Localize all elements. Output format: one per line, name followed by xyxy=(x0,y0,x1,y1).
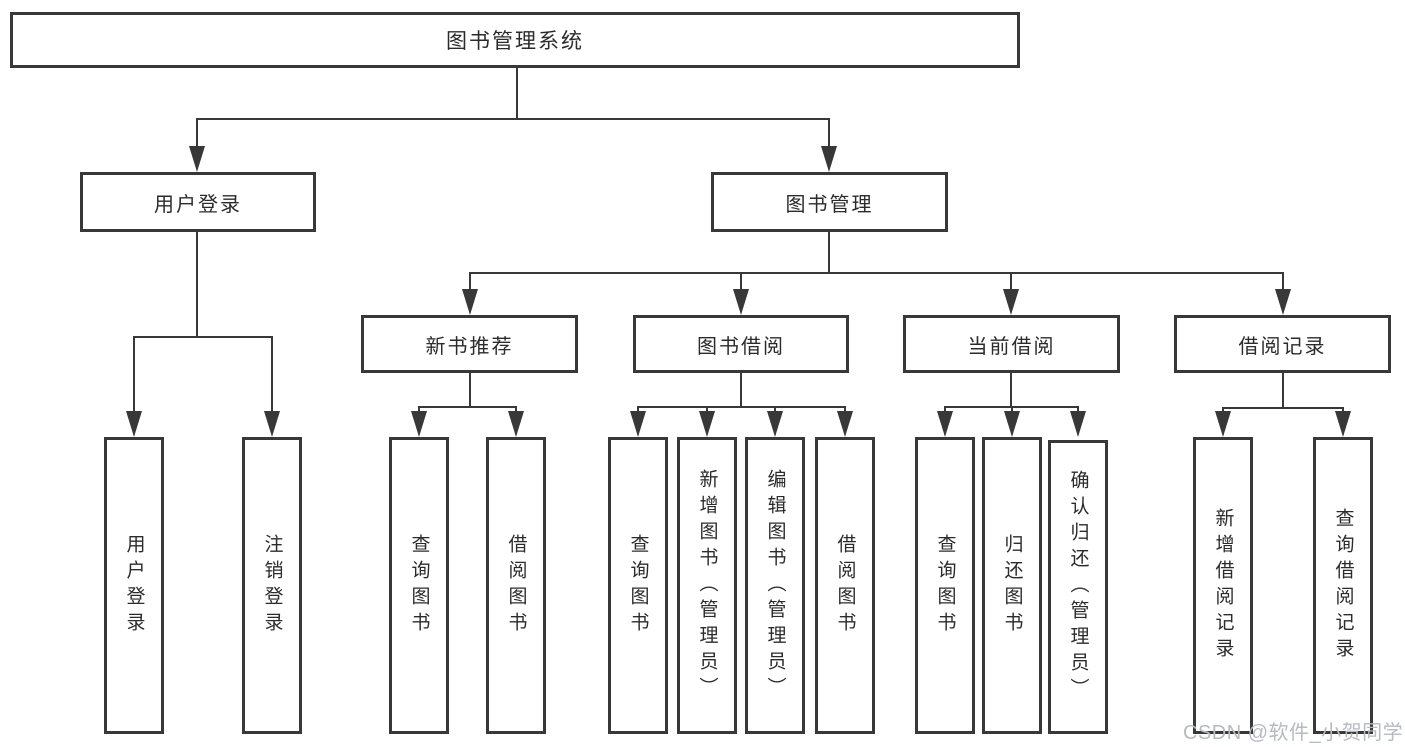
connector-line xyxy=(828,232,830,272)
node-current-borrowing: 当前借阅 xyxy=(903,315,1120,373)
node-label: 借阅记录 xyxy=(1238,335,1327,358)
connector-line xyxy=(1282,272,1284,292)
arrow-down-icon xyxy=(767,411,783,437)
arrow-down-icon xyxy=(733,289,749,315)
leaf-label: 借阅图书 xyxy=(834,533,856,638)
arrow-down-icon xyxy=(508,411,524,437)
leaf-user-login: 用户登录 xyxy=(104,437,164,734)
watermark: CSDN @软件_小贺同学 xyxy=(1183,722,1404,744)
node-label: 用户登录 xyxy=(154,193,242,216)
arrow-down-icon xyxy=(937,411,953,437)
arrow-down-icon xyxy=(1215,411,1231,437)
arrow-down-icon xyxy=(821,146,837,172)
leaf-label: 查询借阅记录 xyxy=(1332,507,1354,664)
leaf-label: 借阅图书 xyxy=(505,533,527,638)
node-library-management-system: 图书管理系统 xyxy=(10,12,1020,68)
connector-line xyxy=(740,373,742,406)
connector-line xyxy=(637,406,846,408)
leaf-borrow-books-2: 借阅图书 xyxy=(815,437,875,734)
connector-line xyxy=(1282,373,1284,407)
arrow-down-icon xyxy=(630,411,646,437)
leaf-query-books-2: 查询图书 xyxy=(608,437,668,734)
leaf-label: 查询图书 xyxy=(627,533,649,638)
connector-line xyxy=(740,272,742,292)
connector-line xyxy=(469,272,471,292)
connector-line xyxy=(196,232,198,336)
arrow-down-icon xyxy=(1003,289,1019,315)
connector-line xyxy=(1010,373,1012,406)
leaf-logout-login: 注销登录 xyxy=(242,437,302,734)
leaf-edit-books-admin: 编辑图书（管理员） xyxy=(745,437,805,734)
node-label: 图书管理 xyxy=(785,193,874,216)
node-user-login: 用户登录 xyxy=(80,172,316,232)
arrow-down-icon xyxy=(1275,289,1291,315)
connector-line xyxy=(418,406,517,408)
leaf-label: 查询图书 xyxy=(934,533,956,638)
leaf-label: 新增图书（管理员） xyxy=(696,468,718,703)
node-new-book-recommendation: 新书推荐 xyxy=(361,315,578,373)
node-label: 图书借阅 xyxy=(697,335,785,358)
node-book-management: 图书管理 xyxy=(711,172,948,232)
node-label: 新书推荐 xyxy=(425,335,514,358)
arrow-down-icon xyxy=(699,411,715,437)
arrow-down-icon xyxy=(837,411,853,437)
connector-line xyxy=(271,336,273,414)
connector-line xyxy=(828,118,830,150)
leaf-label: 归还图书 xyxy=(1001,533,1023,638)
leaf-add-books-admin: 新增图书（管理员） xyxy=(677,437,737,734)
arrow-down-icon xyxy=(411,411,427,437)
leaf-label: 新增借阅记录 xyxy=(1212,507,1234,664)
leaf-label: 注销登录 xyxy=(261,533,283,638)
node-label: 图书管理系统 xyxy=(446,30,584,53)
leaf-label: 查询图书 xyxy=(408,533,430,638)
arrow-down-icon xyxy=(462,289,478,315)
node-label: 当前借阅 xyxy=(967,335,1056,358)
leaf-return-books: 归还图书 xyxy=(982,437,1042,734)
connector-line xyxy=(516,68,518,118)
leaf-confirm-return-admin: 确认归还（管理员） xyxy=(1048,440,1108,734)
arrow-down-icon xyxy=(126,411,142,437)
connector-line xyxy=(133,336,273,338)
connector-line xyxy=(1010,272,1012,292)
arrow-down-icon xyxy=(189,146,205,172)
arrow-down-icon xyxy=(1335,411,1351,437)
node-book-borrowing: 图书借阅 xyxy=(633,315,849,373)
leaf-query-books-3: 查询图书 xyxy=(915,437,975,734)
leaf-query-books: 查询图书 xyxy=(389,437,449,734)
connector-line xyxy=(469,272,1284,274)
node-borrowing-records: 借阅记录 xyxy=(1174,315,1391,373)
leaf-label: 用户登录 xyxy=(123,533,145,638)
leaf-label: 编辑图书（管理员） xyxy=(764,468,786,703)
connector-line xyxy=(469,373,471,406)
arrow-down-icon xyxy=(1004,411,1020,437)
leaf-query-borrow-record: 查询借阅记录 xyxy=(1313,437,1373,734)
arrow-down-icon xyxy=(1070,411,1086,437)
connector-line xyxy=(196,118,830,120)
arrow-down-icon xyxy=(264,411,280,437)
leaf-label: 确认归还（管理员） xyxy=(1067,470,1089,704)
connector-line xyxy=(133,336,135,414)
connector-line xyxy=(1222,407,1344,409)
leaf-borrow-books: 借阅图书 xyxy=(486,437,546,734)
connector-line xyxy=(196,118,198,150)
leaf-add-borrow-record: 新增借阅记录 xyxy=(1193,437,1253,734)
